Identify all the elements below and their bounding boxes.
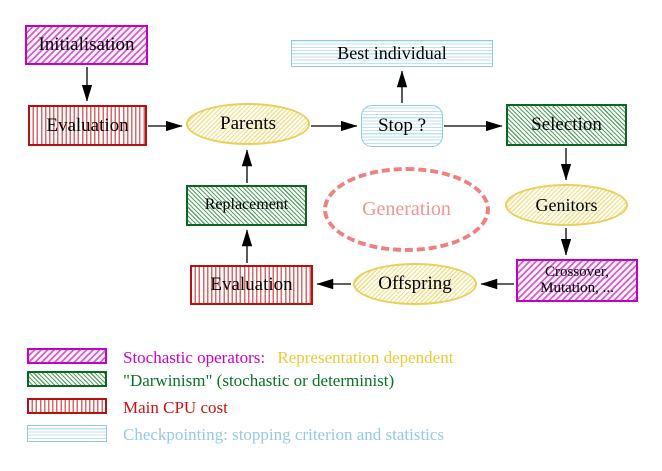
legend-label-checkpointing: Checkpointing: stopping criterion and st… xyxy=(123,425,445,444)
stochastic-operators-label: Stochastic operators: xyxy=(123,348,266,367)
generation-label: Generation xyxy=(362,198,451,220)
node-best-individual: Best individual xyxy=(291,40,493,67)
node-genitors: Genitors xyxy=(505,184,628,226)
node-stop: Stop ? xyxy=(361,105,443,147)
node-initialisation: Initialisation xyxy=(25,25,148,65)
node-selection: Selection xyxy=(506,104,627,146)
crossover-line1: Crossover, xyxy=(545,263,609,280)
node-evaluation-top: Evaluation xyxy=(28,105,147,146)
node-crossover-mutation: Crossover, Mutation, ... xyxy=(516,259,638,302)
node-offspring: Offspring xyxy=(353,263,477,305)
legend-label-darwinism: "Darwinism" (stochastic or determinist) xyxy=(123,371,395,390)
representation-dependent-label: Representation dependent xyxy=(277,348,454,367)
node-replacement: Replacement xyxy=(186,185,307,226)
legend-swatch-checkpointing xyxy=(27,425,107,442)
node-parents: Parents xyxy=(186,103,310,145)
legend-swatch-darwinism xyxy=(27,371,107,387)
legend-label-cpu: Main CPU cost xyxy=(123,398,228,417)
legend-label-stochastic: Stochastic operators: Representation dep… xyxy=(123,348,453,368)
legend-swatch-cpu xyxy=(27,398,107,414)
node-evaluation-bottom: Evaluation xyxy=(190,265,313,305)
legend-swatch-stochastic xyxy=(27,348,107,364)
crossover-line2: Mutation, ... xyxy=(540,279,614,296)
node-generation: Generation xyxy=(323,167,490,252)
